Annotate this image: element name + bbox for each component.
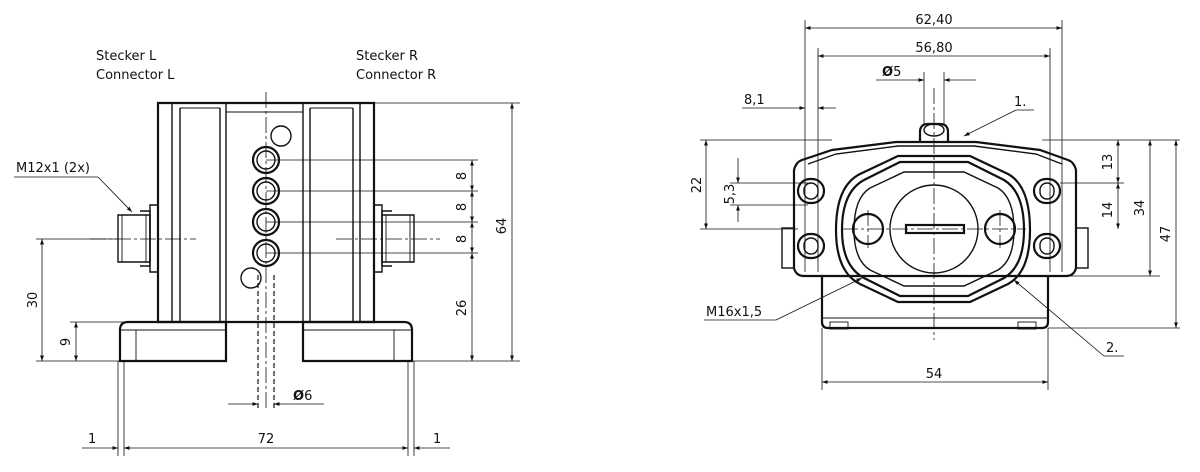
- svg-text:1.: 1.: [1014, 95, 1026, 110]
- dim-72: 1 72 1: [82, 432, 450, 450]
- svg-text:Ø6: Ø6: [293, 389, 312, 404]
- stecker-r-label: Stecker R: [356, 49, 418, 64]
- left-view: Stecker L Connector L Stecker R Connecto…: [14, 49, 520, 456]
- left-connector: [117, 204, 159, 273]
- connector-r-label: Connector R: [356, 68, 436, 83]
- dim-8-1: 8,1: [742, 93, 836, 110]
- right-extension-lines: [700, 20, 1180, 390]
- dim-30: 30: [26, 239, 44, 361]
- svg-text:72: 72: [258, 432, 275, 447]
- seal-ring: [834, 154, 1032, 304]
- dim-dia-6: Ø6: [228, 389, 324, 406]
- svg-text:47: 47: [1159, 226, 1174, 243]
- m16-thread-callout: M16x1,5: [704, 277, 863, 321]
- stecker-l-label: Stecker L: [96, 49, 157, 64]
- dim-14: 14: [1101, 183, 1120, 229]
- slotted-holes: [796, 177, 1062, 260]
- svg-text:56,80: 56,80: [915, 41, 952, 56]
- dim-dia-5: Ø5: [876, 65, 976, 82]
- dim-13: 13: [1101, 140, 1120, 183]
- dim-8-stack: 8 8 8 26: [455, 160, 474, 361]
- svg-text:13: 13: [1101, 154, 1116, 171]
- svg-text:22: 22: [690, 177, 705, 194]
- dim-62-40: 62,40: [805, 13, 1062, 30]
- svg-text:1: 1: [88, 432, 96, 447]
- svg-text:2.: 2.: [1106, 341, 1118, 356]
- svg-text:1: 1: [433, 432, 441, 447]
- svg-text:26: 26: [455, 300, 470, 317]
- svg-text:62,40: 62,40: [915, 13, 952, 28]
- svg-text:5,3: 5,3: [723, 184, 738, 205]
- svg-text:54: 54: [926, 367, 943, 382]
- dim-64: 64: [495, 103, 514, 361]
- left-extension-lines: [36, 102, 520, 456]
- left-centerlines: [90, 92, 440, 410]
- dim-54: 54: [822, 367, 1048, 384]
- dim-34: 34: [1133, 140, 1152, 276]
- svg-text:Ø5: Ø5: [882, 65, 901, 80]
- dim-22: 22: [690, 140, 708, 229]
- m16-thread-label: M16x1,5: [706, 305, 762, 320]
- m12-thread-label: M12x1 (2x): [16, 161, 90, 176]
- dim-47: 47: [1159, 140, 1178, 328]
- svg-text:8: 8: [455, 235, 470, 243]
- svg-text:8: 8: [455, 203, 470, 211]
- svg-text:30: 30: [26, 292, 41, 309]
- m12-thread-callout: M12x1 (2x): [14, 161, 133, 213]
- svg-text:8: 8: [455, 172, 470, 180]
- dim-56-80: 56,80: [818, 41, 1050, 58]
- right-centerlines: [842, 88, 1026, 340]
- svg-text:34: 34: [1133, 200, 1148, 217]
- right-connector: [373, 204, 415, 273]
- right-view: 62,40 56,80 Ø5 8,1 1. 22: [690, 13, 1180, 390]
- svg-text:8,1: 8,1: [744, 93, 765, 108]
- dim-9: 9: [59, 322, 78, 361]
- callout-2: 2.: [1013, 279, 1124, 357]
- svg-text:9: 9: [59, 338, 74, 346]
- dim-5-3: 5,3: [723, 158, 740, 222]
- callout-1: 1.: [963, 95, 1034, 137]
- svg-text:64: 64: [495, 218, 510, 235]
- svg-text:14: 14: [1101, 202, 1116, 219]
- connector-l-label: Connector L: [96, 68, 175, 83]
